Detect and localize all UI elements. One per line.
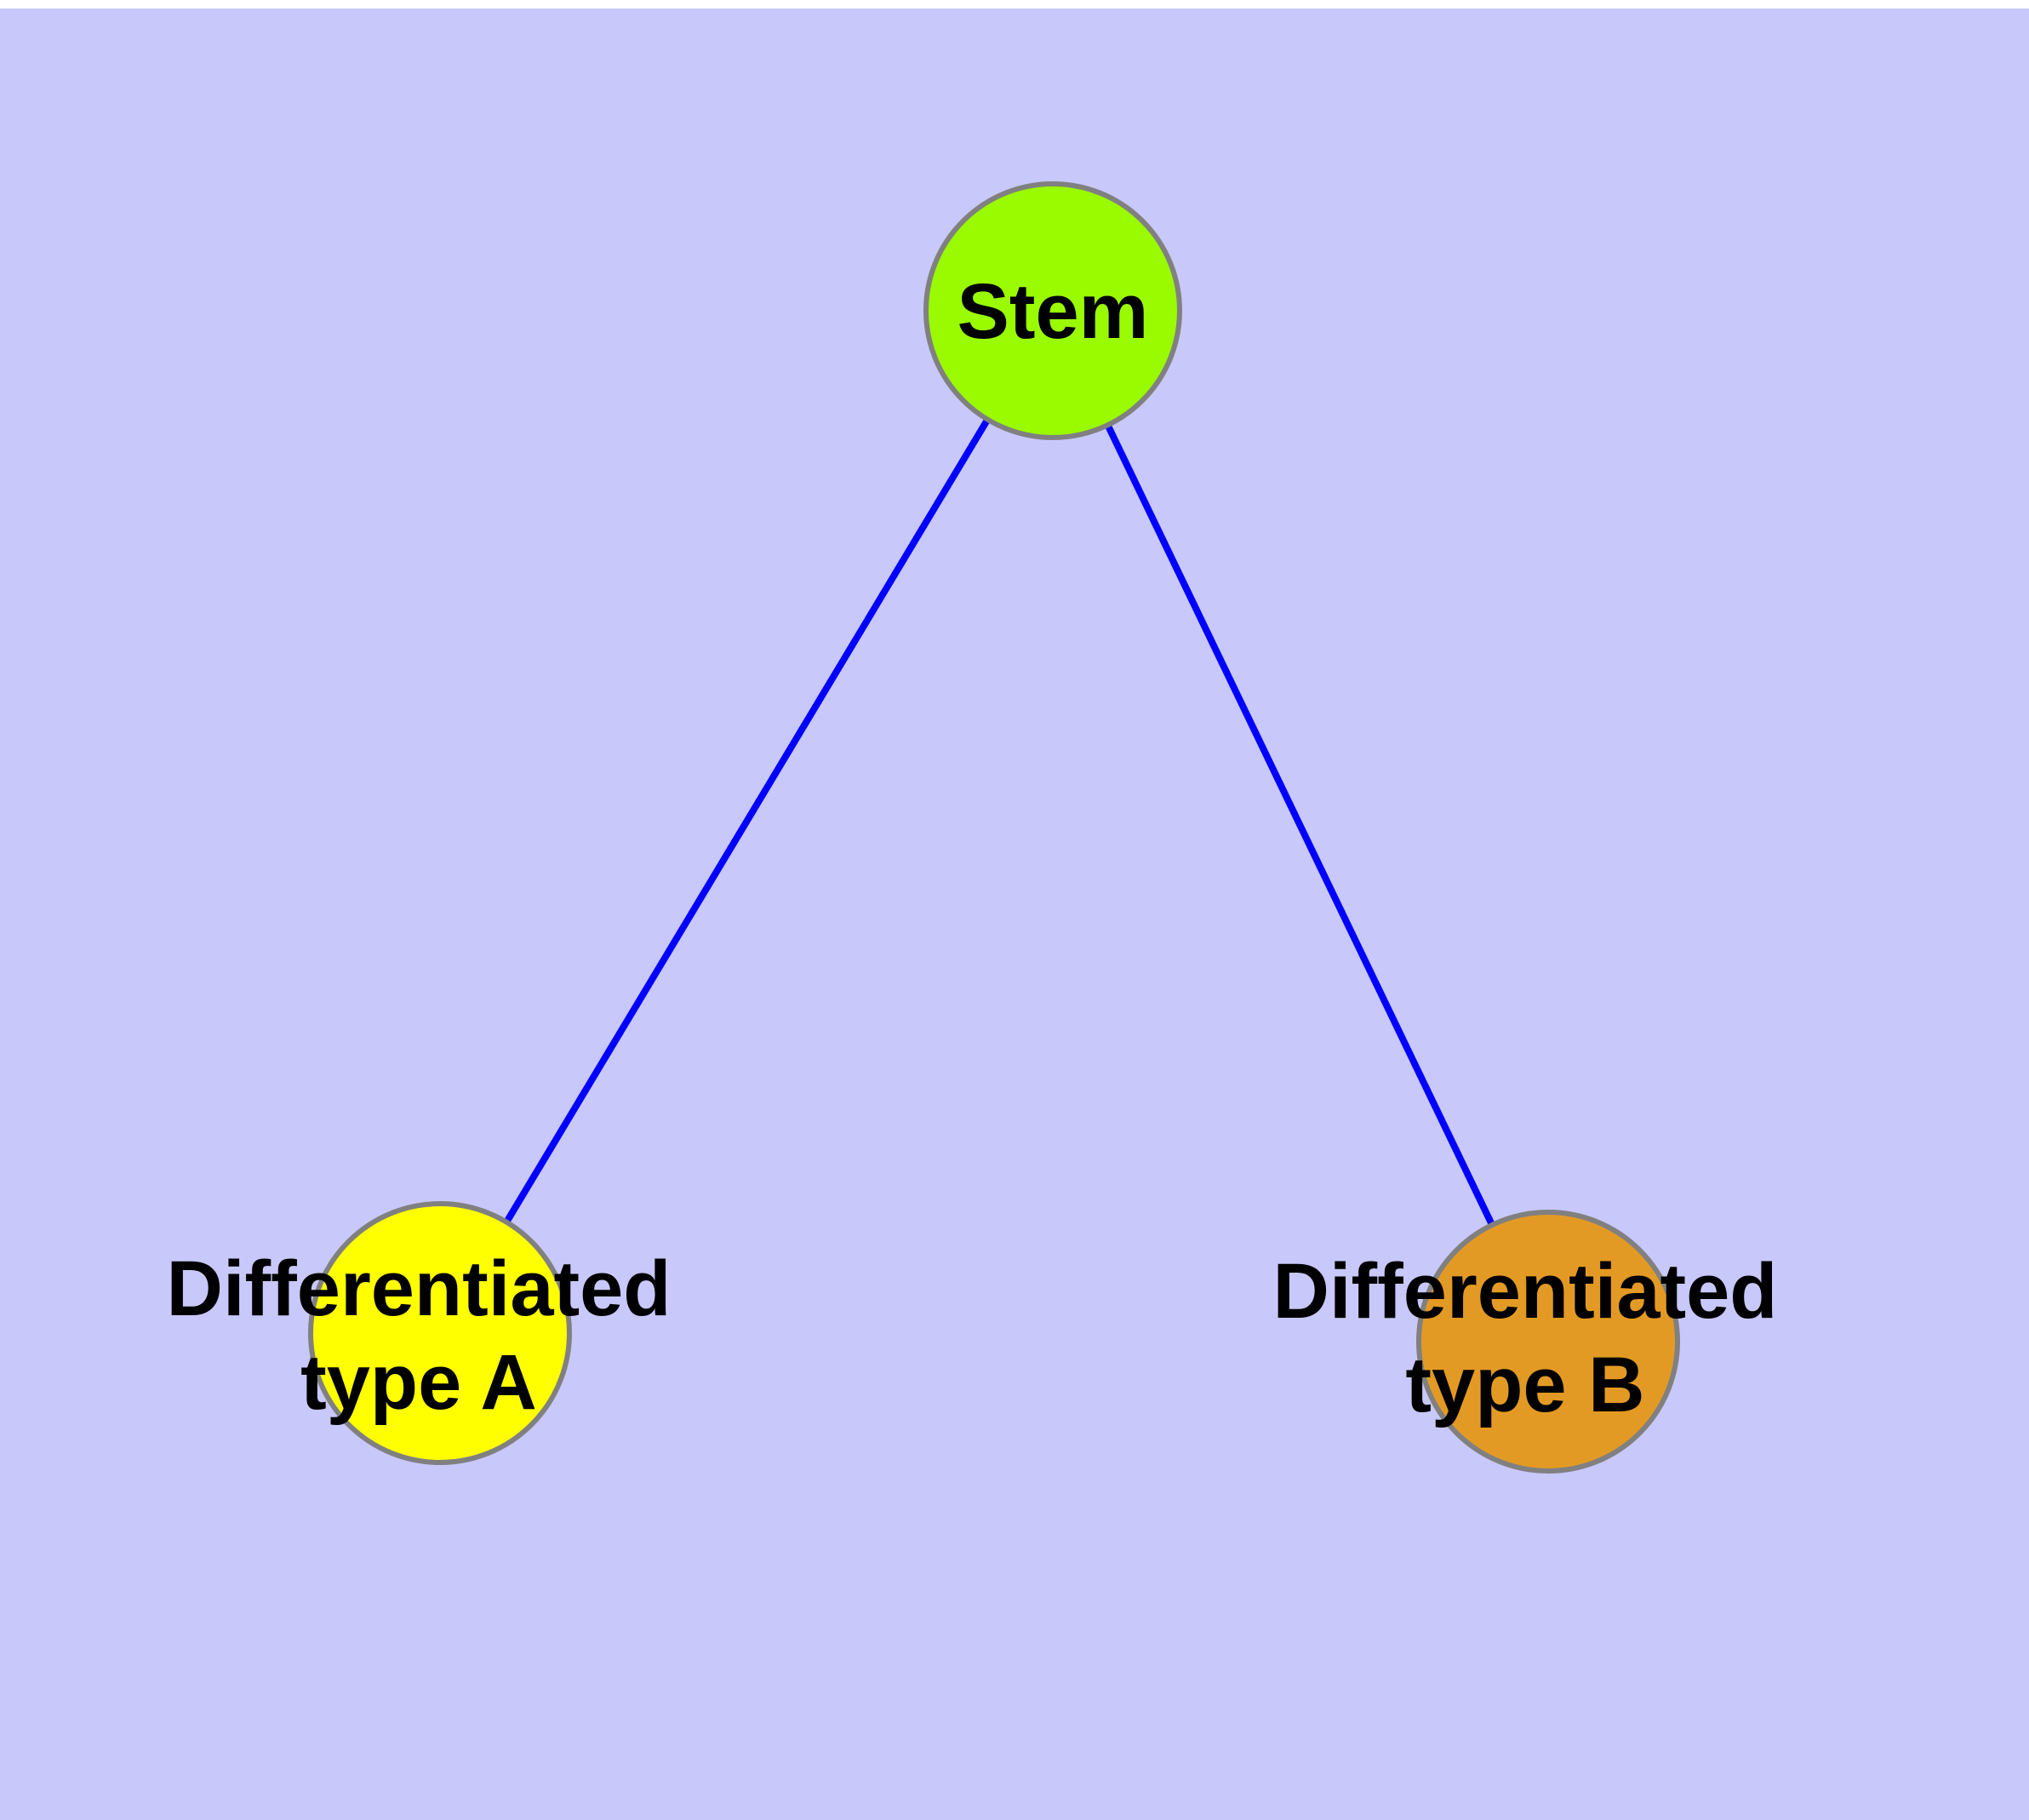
edge-stem-to-diff-b[interactable] [1049, 309, 1552, 1343]
edge-layer [437, 308, 1552, 1343]
node-differentiated-type-a[interactable] [308, 1201, 572, 1465]
node-stem[interactable] [923, 181, 1182, 440]
node-label-stem: Stem [957, 268, 1149, 355]
node-differentiated-type-b[interactable] [1416, 1210, 1680, 1474]
edge-stem-to-diff-a[interactable] [437, 308, 1056, 1336]
node-layer [308, 181, 1680, 1474]
